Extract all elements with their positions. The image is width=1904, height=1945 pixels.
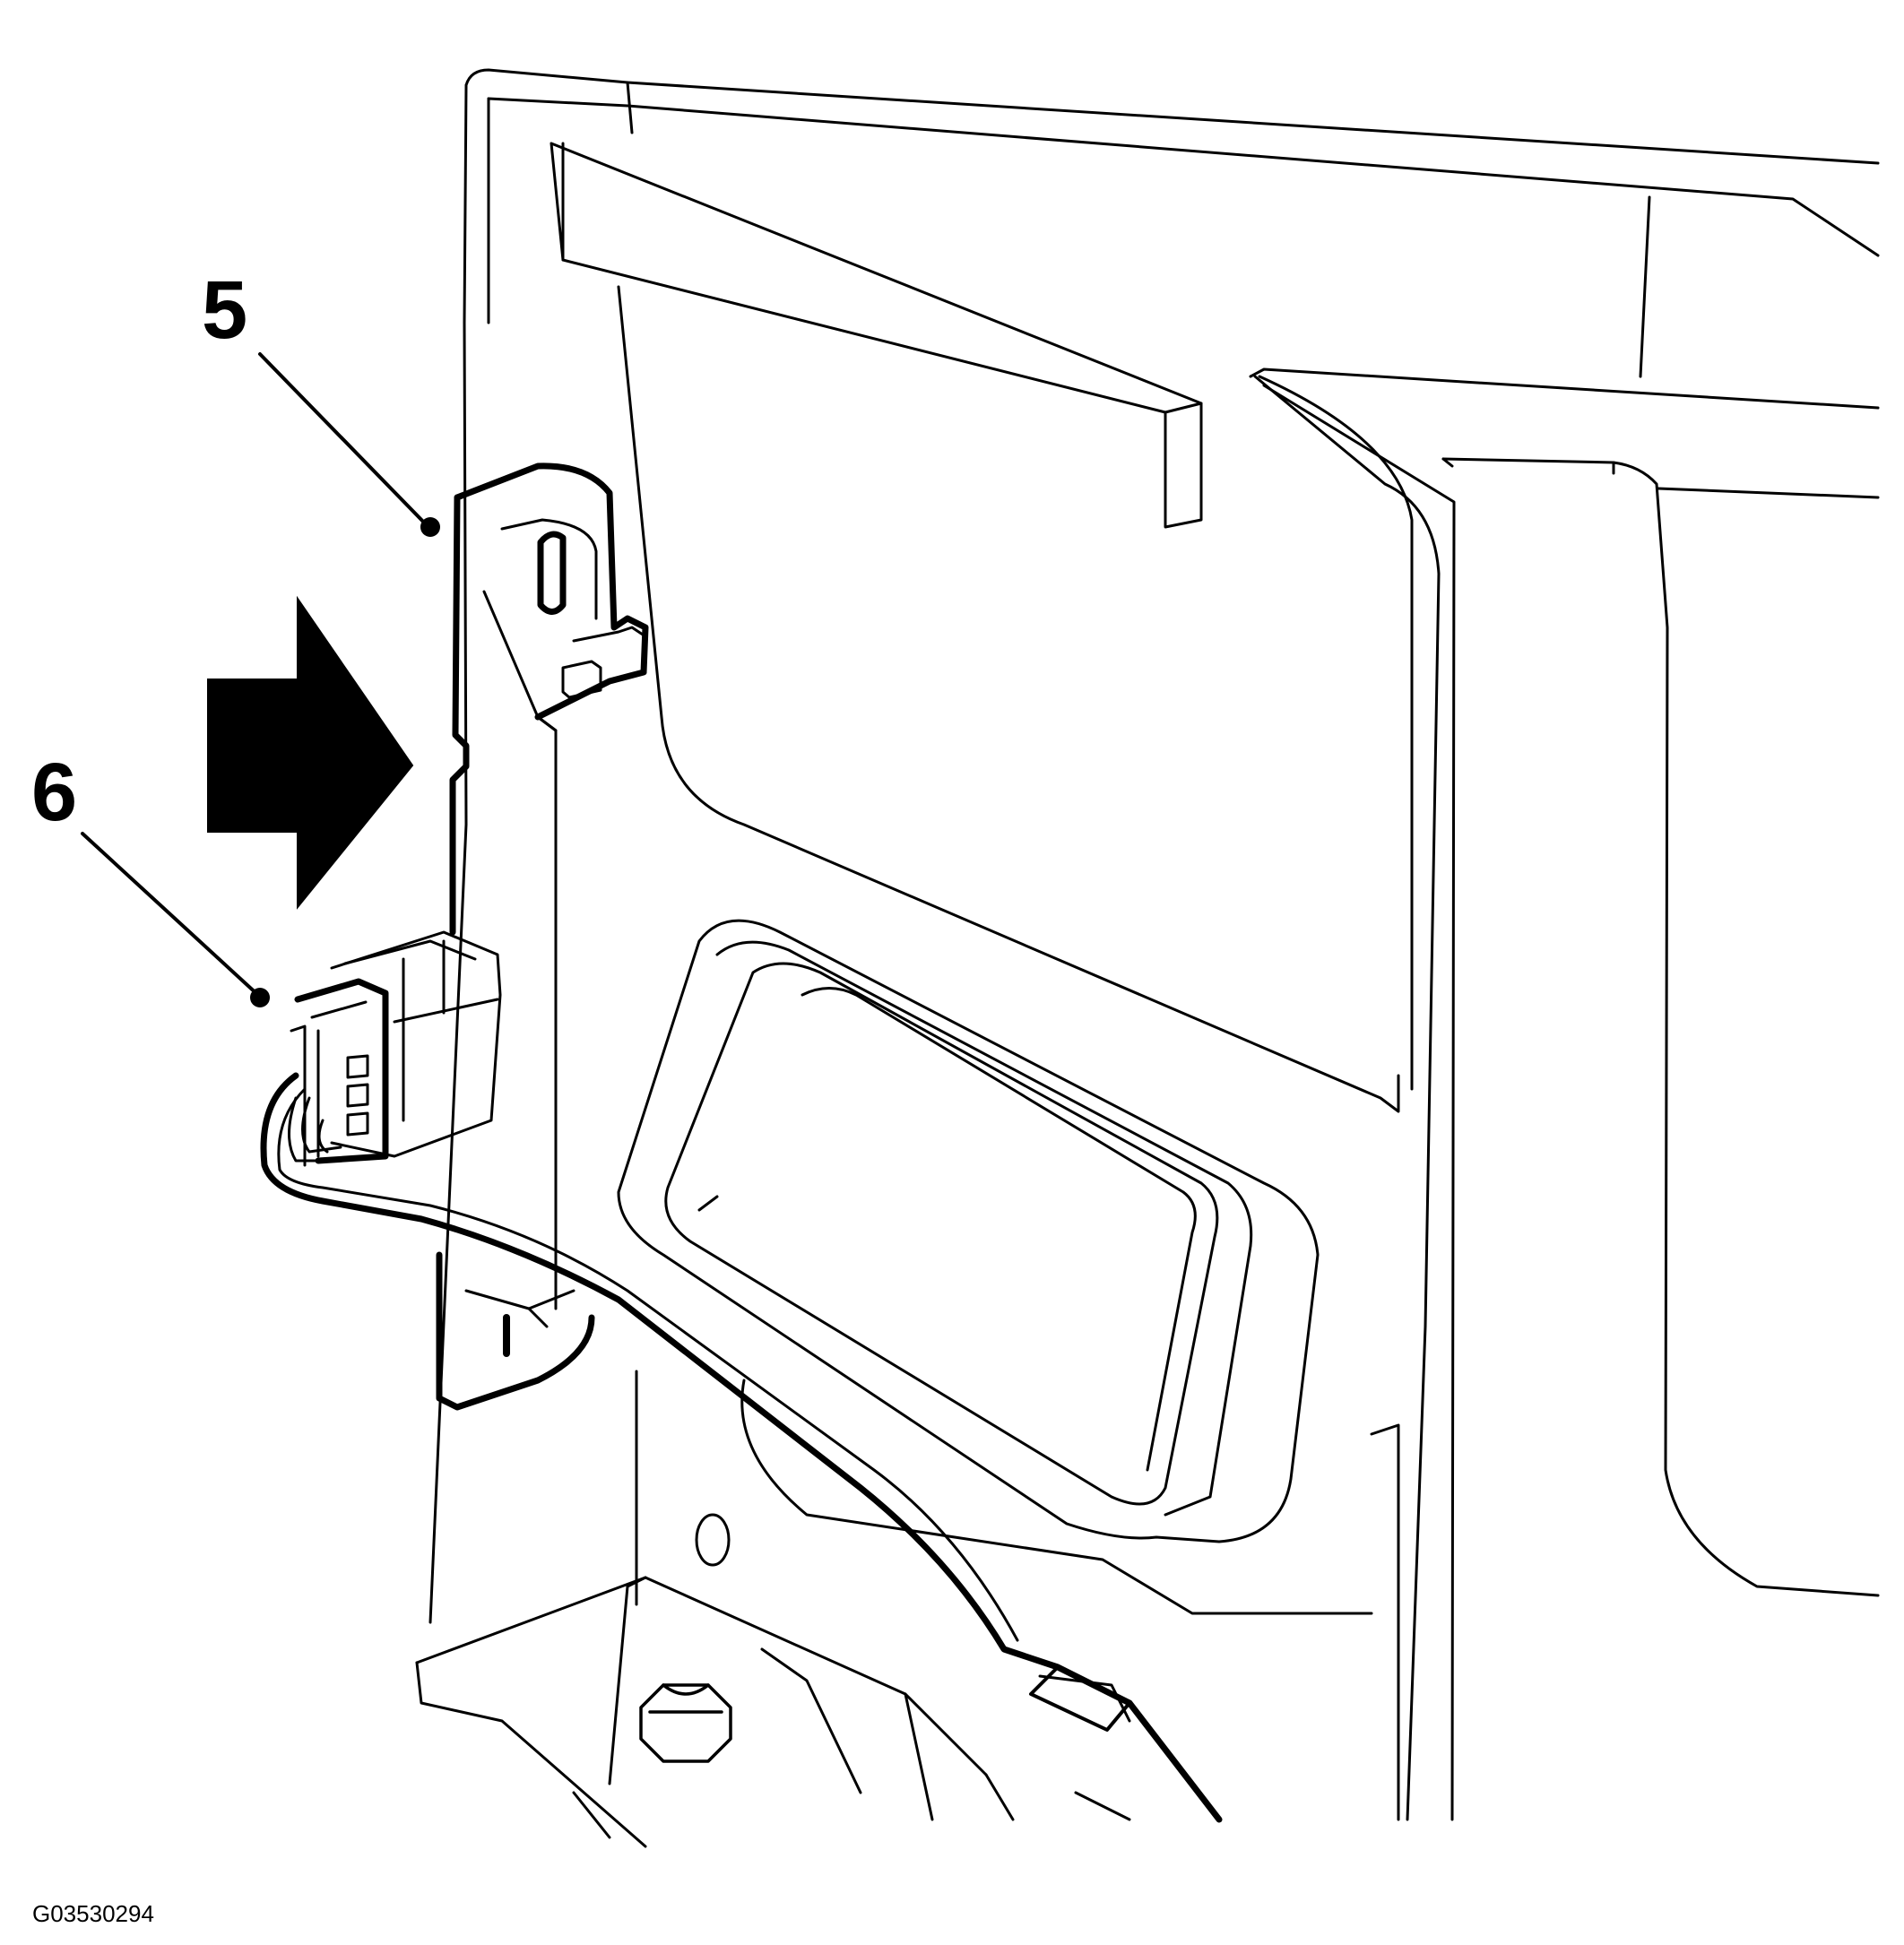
- right-side-panel: [1249, 367, 1880, 1597]
- upper-trim-strip: [550, 142, 1203, 529]
- leader-dot-5: [420, 517, 440, 537]
- leader-line-6: [81, 832, 262, 998]
- door-panel-frame: [428, 68, 1880, 1624]
- direction-arrow-icon: [207, 595, 414, 910]
- wire-sleeve: [1029, 1665, 1131, 1732]
- electrical-connector: [290, 930, 502, 1167]
- callout-label-6: 6: [31, 747, 78, 838]
- inner-recess-panel: [617, 285, 1456, 1821]
- leader-dot-6: [250, 988, 270, 1007]
- figure-id: G03530294: [32, 1900, 154, 1927]
- callout-leaders: [81, 352, 430, 998]
- leader-line-5: [258, 352, 430, 529]
- lower-housing: [415, 1370, 1400, 1848]
- bracket-slot: [537, 531, 567, 615]
- callout-label-5: 5: [202, 264, 248, 356]
- hex-nut: [639, 1683, 732, 1763]
- mounting-bracket: [436, 462, 649, 1411]
- bracket-clip-tab: [561, 626, 647, 699]
- module-housing: [617, 919, 1320, 1543]
- wiring-harness: [260, 1072, 1223, 1823]
